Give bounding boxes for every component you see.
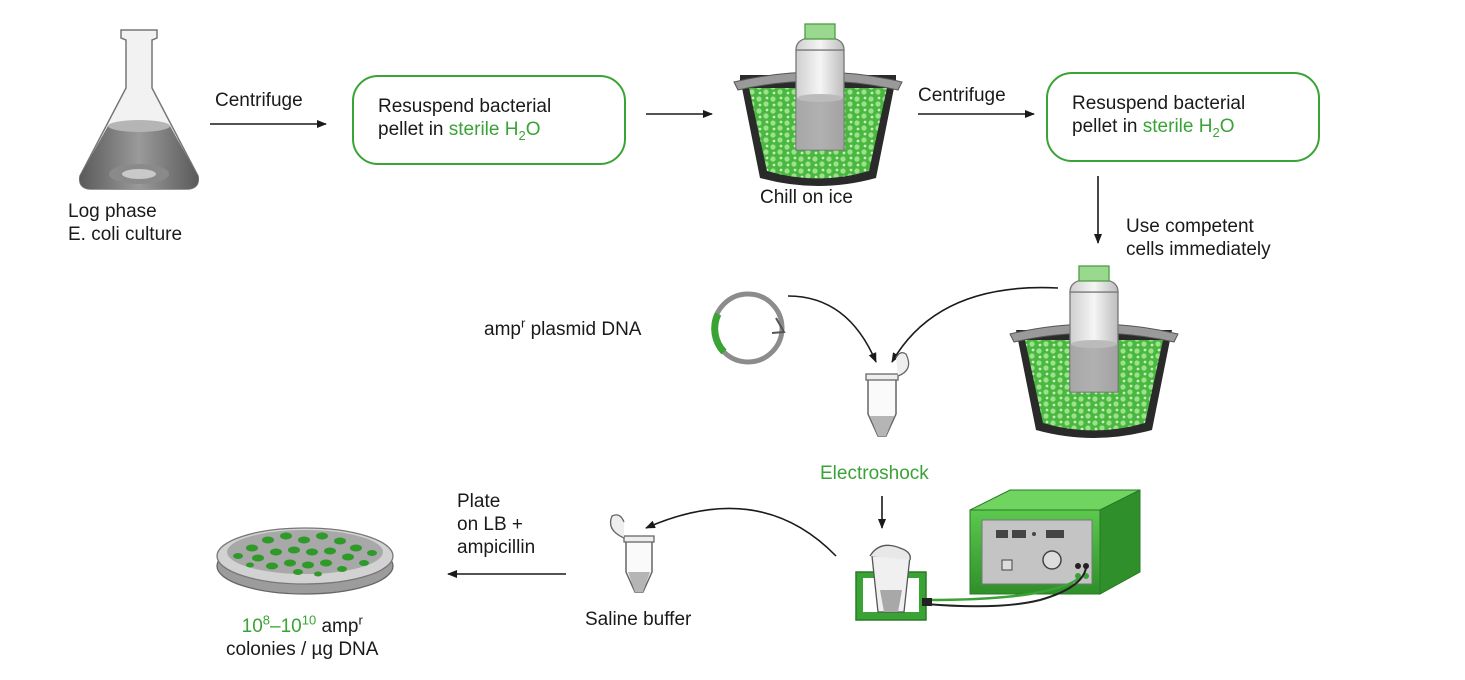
electroporation-cuvette-icon (855, 544, 927, 621)
electroshock-label: Electroshock (820, 463, 929, 484)
centrifuge-label-1: Centrifuge (215, 90, 303, 111)
resuspend-box-1: Resuspend bacterial pellet in sterile H2… (352, 75, 626, 165)
resuspend-1-line2: pellet in sterile H2O (378, 119, 541, 143)
saline-tube-icon (609, 514, 655, 593)
saline-label: Saline buffer (585, 609, 692, 630)
colonies-label: 108–1010 ampr colonies / µg DNA (226, 612, 379, 660)
arrow-cells-to-tube (891, 286, 1059, 363)
centrifuge-bottle-icon-2 (1069, 265, 1119, 393)
resuspend-box-2: Resuspend bacterial pellet in sterile H2… (1046, 72, 1320, 162)
use-cells-label: Use competent cells immediately (1126, 216, 1271, 260)
electrode-cable-black (925, 567, 1087, 608)
culture-label: Log phase E. coli culture (68, 201, 183, 245)
microcentrifuge-tube-icon (865, 352, 910, 437)
resuspend-1-line1: Resuspend bacterial (378, 96, 552, 117)
plasmid-icon (711, 291, 786, 365)
electrode-cable-green (925, 575, 1082, 602)
chill-label: Chill on ice (760, 187, 853, 208)
plate-label: Plate on LB + ampicillin (457, 491, 536, 558)
resuspend-2-line1: Resuspend bacterial (1072, 93, 1246, 114)
erlenmeyer-flask-icon (78, 29, 200, 190)
petri-dish-icon (216, 527, 394, 595)
centrifuge-bottle-icon (795, 23, 845, 151)
resuspend-2-line2: pellet in sterile H2O (1072, 116, 1235, 140)
plasmid-label: ampr plasmid DNA (484, 315, 642, 340)
arrow-to-saline (645, 507, 837, 557)
centrifuge-label-2: Centrifuge (918, 85, 1006, 106)
electroporator-icon (969, 489, 1141, 595)
arrow-plasmid-to-tube (787, 295, 877, 363)
